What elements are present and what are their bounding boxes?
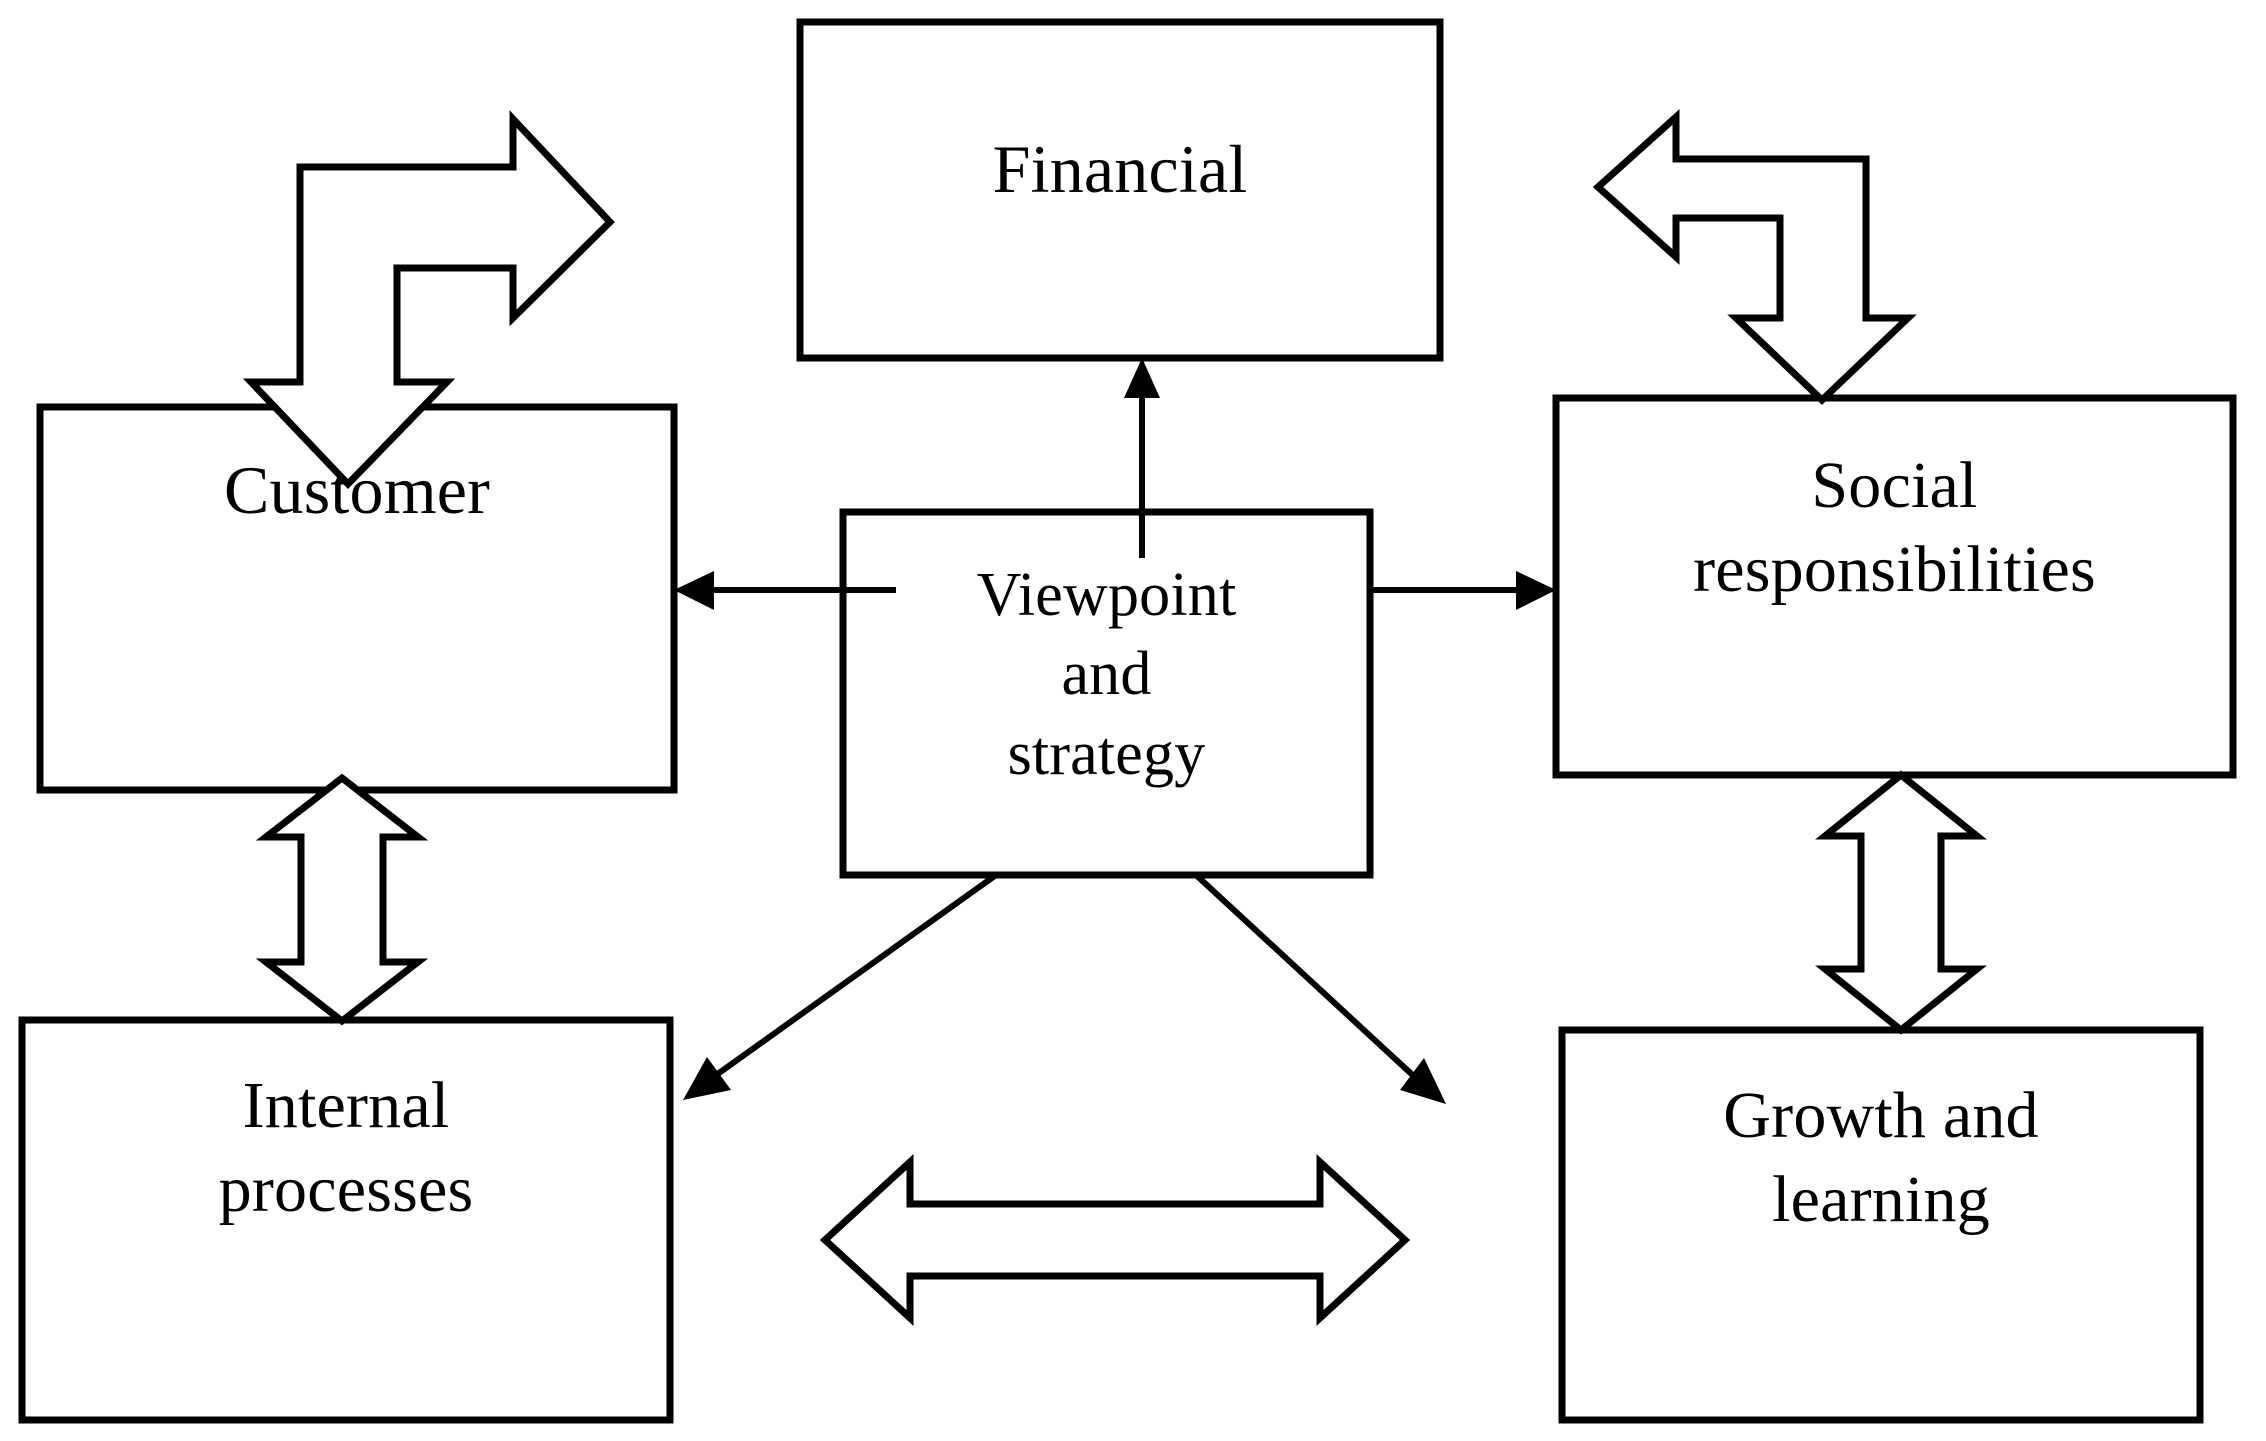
box-financial[interactable]: [796, 18, 1444, 362]
box-social-responsibilities[interactable]: [1552, 394, 2237, 779]
box-internal-processes[interactable]: [18, 1016, 674, 1424]
box-viewpoint-and-strategy[interactable]: [839, 508, 1374, 879]
connector-financial-to-customer-bent-arrow: [242, 110, 615, 490]
connector-viewpoint-to-internal-processes: [683, 872, 998, 1100]
connector-viewpoint-to-growth-and-learning: [1193, 872, 1446, 1104]
connector-internal-to-growth-double-arrow: [819, 1154, 1411, 1326]
connector-financial-to-social-bent-arrow: [1592, 109, 1917, 405]
connector-customer-to-internal-processes-double-arrow: [255, 773, 429, 1026]
connector-viewpoint-to-social: [1370, 571, 1556, 610]
connector-social-to-growth-double-arrow: [1815, 770, 1987, 1035]
box-growth-and-learning[interactable]: [1558, 1026, 2204, 1424]
connector-viewpoint-to-customer: [674, 571, 896, 610]
connector-viewpoint-to-financial: [1124, 358, 1160, 558]
